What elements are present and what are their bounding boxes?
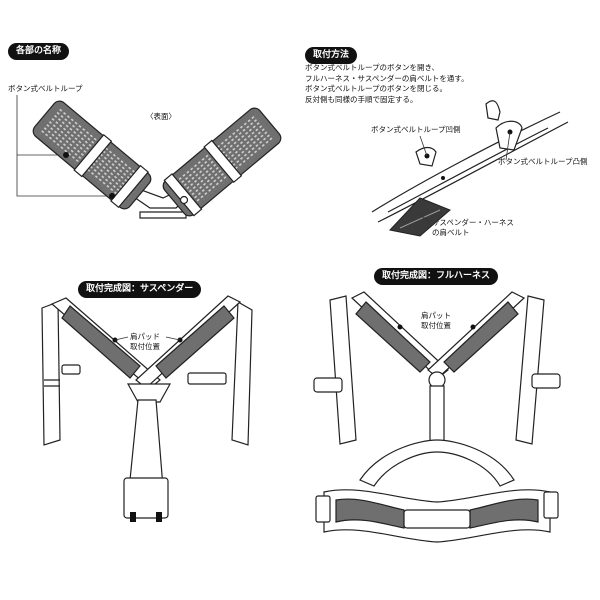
parts-names-title: 各部の名称 [8,43,70,60]
mounting-method-title: 取付方法 [305,47,358,64]
leader-line [419,214,431,223]
mounting-instructions: ボタン式ベルトループのボタンを開き、 フルハーネス・サスペンダーの肩ベルトを通す… [305,63,469,105]
instruction-line: ボタン式ベルトループのボタンを閉じる。 [305,84,448,93]
back-yoke [126,383,172,403]
rear-clip [123,477,169,519]
button-dot [109,193,115,199]
right-waist-pad [469,498,539,529]
suspender-illustration [41,295,253,522]
left-shoulder-pad [61,305,141,379]
right-shoulder-pad [155,305,235,379]
instruction-line: 反対側も同様の手順で固定する。 [305,94,418,104]
mounting-detail [371,100,569,237]
left-side-strap [41,301,61,446]
button-icon [179,195,189,205]
right-shoulder-pad [443,301,519,373]
suspender-figure-title: 取付完成図：サスペンダー [78,281,202,298]
waist-buckle [403,509,471,529]
left-buckle [61,364,81,375]
convex-loop [485,100,501,121]
instruction-line: フルハーネス・サスペンダーの肩ベルトを通す。 [305,73,469,83]
concave-side-label: ボタン式ベルトループ凹側 [371,125,461,134]
harness-pad-label-1: 肩パット [421,311,451,320]
right-leg-buckle [531,373,561,389]
shoulder-belt-label-2: の肩ベルト [432,228,470,237]
right-side-strap [231,300,253,446]
leader-line [505,131,511,161]
belt-edge [377,121,569,223]
right-leg-strap [515,295,545,445]
button-loop-label: ボタン式ベルトループ [8,84,83,93]
left-leg-strap [329,295,357,445]
leader-line [419,135,428,157]
pad-top-edge [387,127,549,213]
button-dot [63,152,69,158]
crossing-strap [359,439,515,487]
shoulder-belt-label-1: サスペンダー・ハーネス [432,218,514,227]
pad-position-label-1: 肩パッド [130,332,160,341]
shoulder-pad-front-view [16,95,282,219]
harness-figure-title: 取付完成図：フルハーネス [374,268,499,285]
convex-loop-body [495,120,523,151]
left-pad [32,100,152,210]
left-shoulder-pad [355,301,431,373]
shoulder-belt [389,197,451,237]
pad-position-label-2: 取付位置 [130,342,160,351]
front-side-label: 〈表面〉 [146,112,176,121]
belt-stitch [399,209,441,229]
harness-pad-label-2: 取付位置 [421,321,451,330]
right-belt-end [543,491,559,519]
left-belt-end [315,495,331,523]
left-waist-pad [335,498,405,529]
back-strap [429,385,445,449]
belt-edge [371,111,561,213]
right-pad [162,107,282,217]
center-strap-bottom [139,211,187,219]
convex-side-label: ボタン式ベルトループ凸側 [498,157,588,166]
left-leg-buckle [313,377,343,393]
right-buckle [187,372,227,385]
leader-line [16,95,112,197]
button-dot [441,176,445,180]
instruction-line: ボタン式ベルトループのボタンを開き、 [305,63,440,72]
full-harness-illustration [313,291,561,543]
